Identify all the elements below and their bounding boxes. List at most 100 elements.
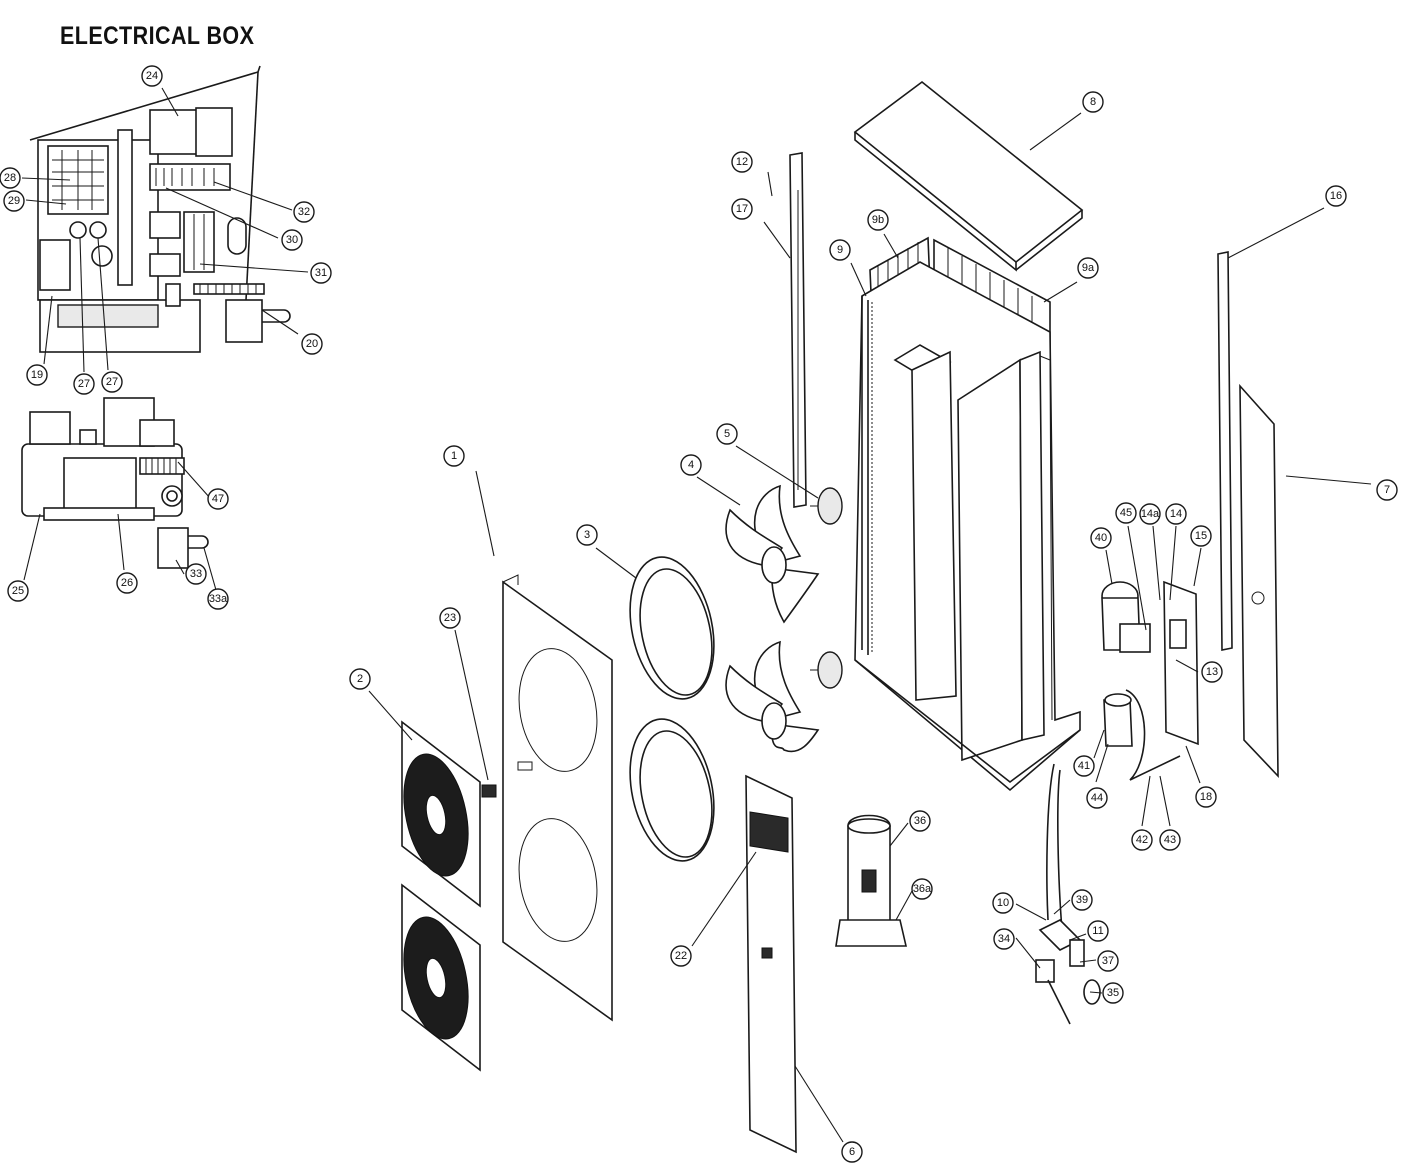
svg-text:44: 44: [1091, 792, 1103, 804]
svg-text:36a: 36a: [913, 883, 932, 895]
svg-text:41: 41: [1078, 760, 1090, 772]
svg-text:47: 47: [212, 493, 224, 505]
svg-text:23: 23: [444, 612, 456, 624]
callout-24: 24: [141, 65, 163, 87]
svg-text:3: 3: [584, 529, 590, 541]
svg-text:37: 37: [1102, 955, 1114, 967]
callout-2: 2: [349, 668, 371, 690]
callout-6: 6: [841, 1141, 863, 1163]
callout-23: 23: [439, 607, 461, 629]
callout-15: 15: [1190, 525, 1212, 547]
callout-4: 4: [680, 454, 702, 476]
svg-text:11: 11: [1092, 925, 1103, 937]
callout-39: 39: [1071, 889, 1093, 911]
electrical-box-assembly: [29, 65, 291, 353]
pump-assembly: [1101, 580, 1199, 781]
callout-9b: 9b: [867, 209, 889, 231]
svg-text:1: 1: [451, 450, 457, 462]
svg-text:13: 13: [1206, 666, 1218, 678]
svg-text:32: 32: [298, 206, 310, 218]
callout-47: 47: [207, 488, 229, 510]
callout-17: 17: [731, 198, 753, 220]
svg-text:40: 40: [1095, 532, 1107, 544]
side-panel: [1239, 383, 1279, 779]
svg-text:27: 27: [106, 376, 118, 388]
svg-text:9: 9: [837, 244, 843, 256]
callout-44: 44: [1086, 787, 1108, 809]
svg-text:31: 31: [315, 267, 327, 279]
callout-33: 33: [185, 563, 207, 585]
svg-text:15: 15: [1195, 530, 1207, 542]
callout-9a: 9a: [1077, 257, 1099, 279]
access-panel: [745, 774, 797, 1154]
callout-26: 26: [116, 572, 138, 594]
svg-text:34: 34: [998, 933, 1010, 945]
svg-text:36: 36: [914, 815, 926, 827]
svg-text:18: 18: [1200, 791, 1212, 803]
svg-text:2: 2: [357, 673, 363, 685]
callout-41: 41: [1073, 755, 1095, 777]
callout-43: 43: [1159, 829, 1181, 851]
svg-text:9b: 9b: [872, 214, 884, 226]
side-edge-strip: [1217, 251, 1233, 651]
callout-34: 34: [993, 928, 1015, 950]
svg-text:4: 4: [688, 459, 694, 471]
svg-text:42: 42: [1136, 834, 1148, 846]
electrical-box-underside: [21, 397, 209, 569]
label-plate-small: [481, 784, 497, 798]
callout-7: 7: [1376, 479, 1398, 501]
fan-motor-upper: [810, 487, 843, 525]
svg-text:43: 43: [1164, 834, 1176, 846]
callout-33a: 33a: [207, 588, 229, 610]
svg-text:7: 7: [1384, 484, 1390, 496]
callout-27a: 27: [73, 373, 95, 395]
callout-leaders: [21, 87, 1372, 1143]
fan-blade-lower: [725, 640, 820, 753]
callout-14: 14: [1165, 503, 1187, 525]
fan-motor-lower: [810, 651, 843, 689]
svg-text:25: 25: [12, 585, 24, 597]
callout-29: 29: [3, 190, 25, 212]
svg-text:26: 26: [121, 577, 133, 589]
terminal-strip: [193, 283, 265, 295]
svg-text:35: 35: [1107, 987, 1119, 999]
callout-8: 8: [1082, 91, 1104, 113]
svg-text:19: 19: [31, 369, 43, 381]
fan-shroud-upper: [629, 556, 715, 700]
svg-text:10: 10: [997, 897, 1009, 909]
connector-strip: [139, 457, 185, 475]
callout-19: 19: [26, 364, 48, 386]
callout-25: 25: [7, 580, 29, 602]
svg-text:17: 17: [736, 203, 748, 215]
svg-text:22: 22: [675, 950, 687, 962]
callout-12: 12: [731, 151, 753, 173]
callout-22: 22: [670, 945, 692, 967]
svg-text:14: 14: [1170, 508, 1182, 520]
fan-shroud-lower: [629, 718, 715, 862]
callout-11: 11: [1087, 920, 1109, 942]
callout-40: 40: [1090, 527, 1112, 549]
callout-36a: 36a: [911, 878, 933, 900]
svg-text:33: 33: [190, 568, 202, 580]
callout-14a: 14a: [1139, 503, 1161, 525]
svg-text:29: 29: [8, 195, 20, 207]
svg-text:28: 28: [4, 172, 16, 184]
svg-text:8: 8: [1090, 96, 1096, 108]
svg-text:30: 30: [286, 234, 298, 246]
callout-10: 10: [992, 892, 1014, 914]
svg-text:39: 39: [1076, 894, 1088, 906]
callout-28: 28: [0, 167, 21, 189]
svg-text:27: 27: [78, 378, 90, 390]
fan-grille-upper: [401, 720, 481, 908]
fan-grille-lower: [401, 883, 481, 1072]
svg-text:33a: 33a: [209, 593, 228, 605]
svg-text:45: 45: [1120, 507, 1132, 519]
callout-16: 16: [1325, 185, 1347, 207]
callout-27b: 27: [101, 371, 123, 393]
callouts: 1 2 3 4 5 6 7 8 9 9a 9b 10 11 12 13 14 1…: [0, 65, 1398, 1163]
svg-text:14a: 14a: [1141, 508, 1160, 520]
svg-text:5: 5: [724, 428, 730, 440]
callout-36: 36: [909, 810, 931, 832]
callout-18: 18: [1195, 786, 1217, 808]
callout-32: 32: [293, 201, 315, 223]
